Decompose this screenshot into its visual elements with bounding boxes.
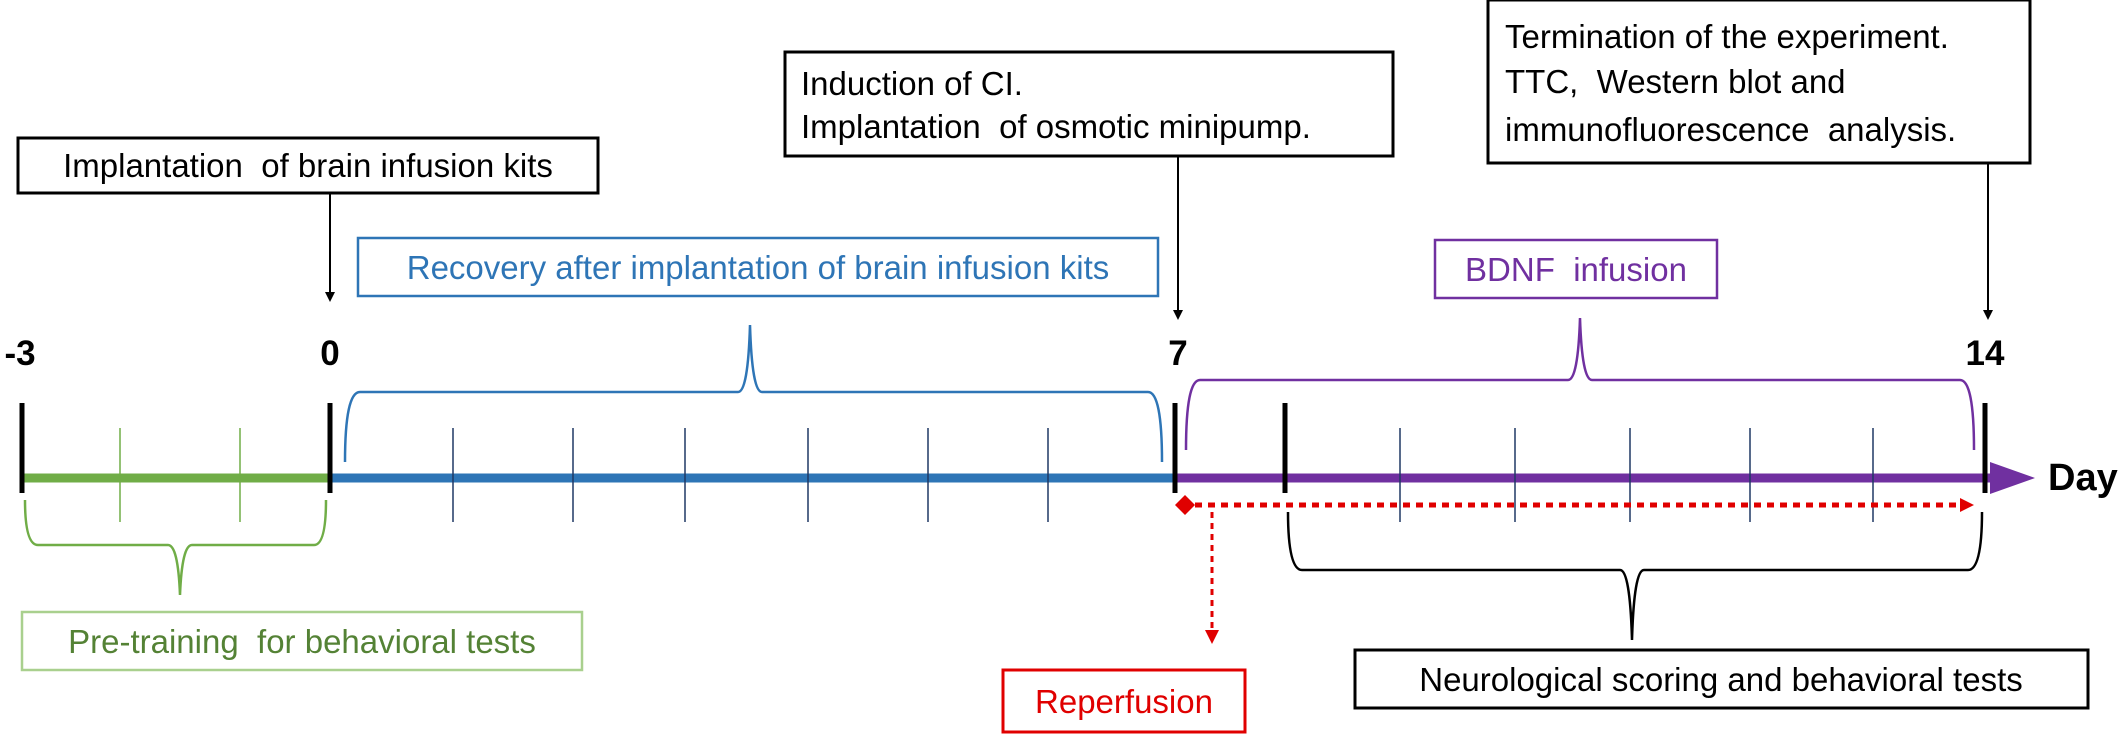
pretraining-box — [20, 610, 584, 672]
day-label-0: 0 — [320, 334, 339, 373]
termination-line3: immunofluorescence analysis. — [1505, 111, 1956, 148]
neuro-box — [1353, 648, 2090, 710]
reperfusion-box — [1001, 668, 1247, 734]
implantation-kits-box — [16, 136, 600, 195]
recovery-text: Recovery after implantation of brain inf… — [407, 249, 1110, 286]
neuro-brace — [1286, 511, 1984, 641]
termination-line2: TTC, Western blot and — [1505, 63, 1846, 100]
reperfusion-text: Reperfusion — [1035, 683, 1213, 720]
bdnf-brace — [1184, 317, 1976, 451]
pretraining-brace — [23, 499, 328, 596]
day-label-7: 7 — [1168, 334, 1187, 373]
recovery-brace — [343, 324, 1164, 463]
neuro-text: Neurological scoring and behavioral test… — [1419, 661, 2023, 698]
day-label-14: 14 — [1966, 334, 2005, 373]
pretraining-text: Pre-training for behavioral tests — [68, 623, 536, 660]
reperfusion-diamond — [1175, 495, 1195, 515]
major-ticks — [19, 403, 1988, 493]
recovery-box — [356, 236, 1160, 298]
implantation-kits-text: Implantation of brain infusion kits — [63, 147, 553, 184]
axis-unit-label: Day — [2048, 457, 2118, 499]
termination-line1: Termination of the experiment. — [1505, 18, 1949, 55]
induction-ci-box — [783, 50, 1395, 158]
induction-ci-line1: Induction of CI. — [801, 65, 1023, 102]
day-label-minus3: -3 — [4, 334, 35, 373]
axis-arrowhead — [1990, 462, 2035, 494]
bdnf-text: BDNF infusion — [1465, 251, 1687, 288]
termination-box — [1486, 0, 2032, 165]
induction-ci-line2: Implantation of osmotic minipump. — [801, 108, 1311, 145]
bdnf-box — [1433, 238, 1719, 300]
